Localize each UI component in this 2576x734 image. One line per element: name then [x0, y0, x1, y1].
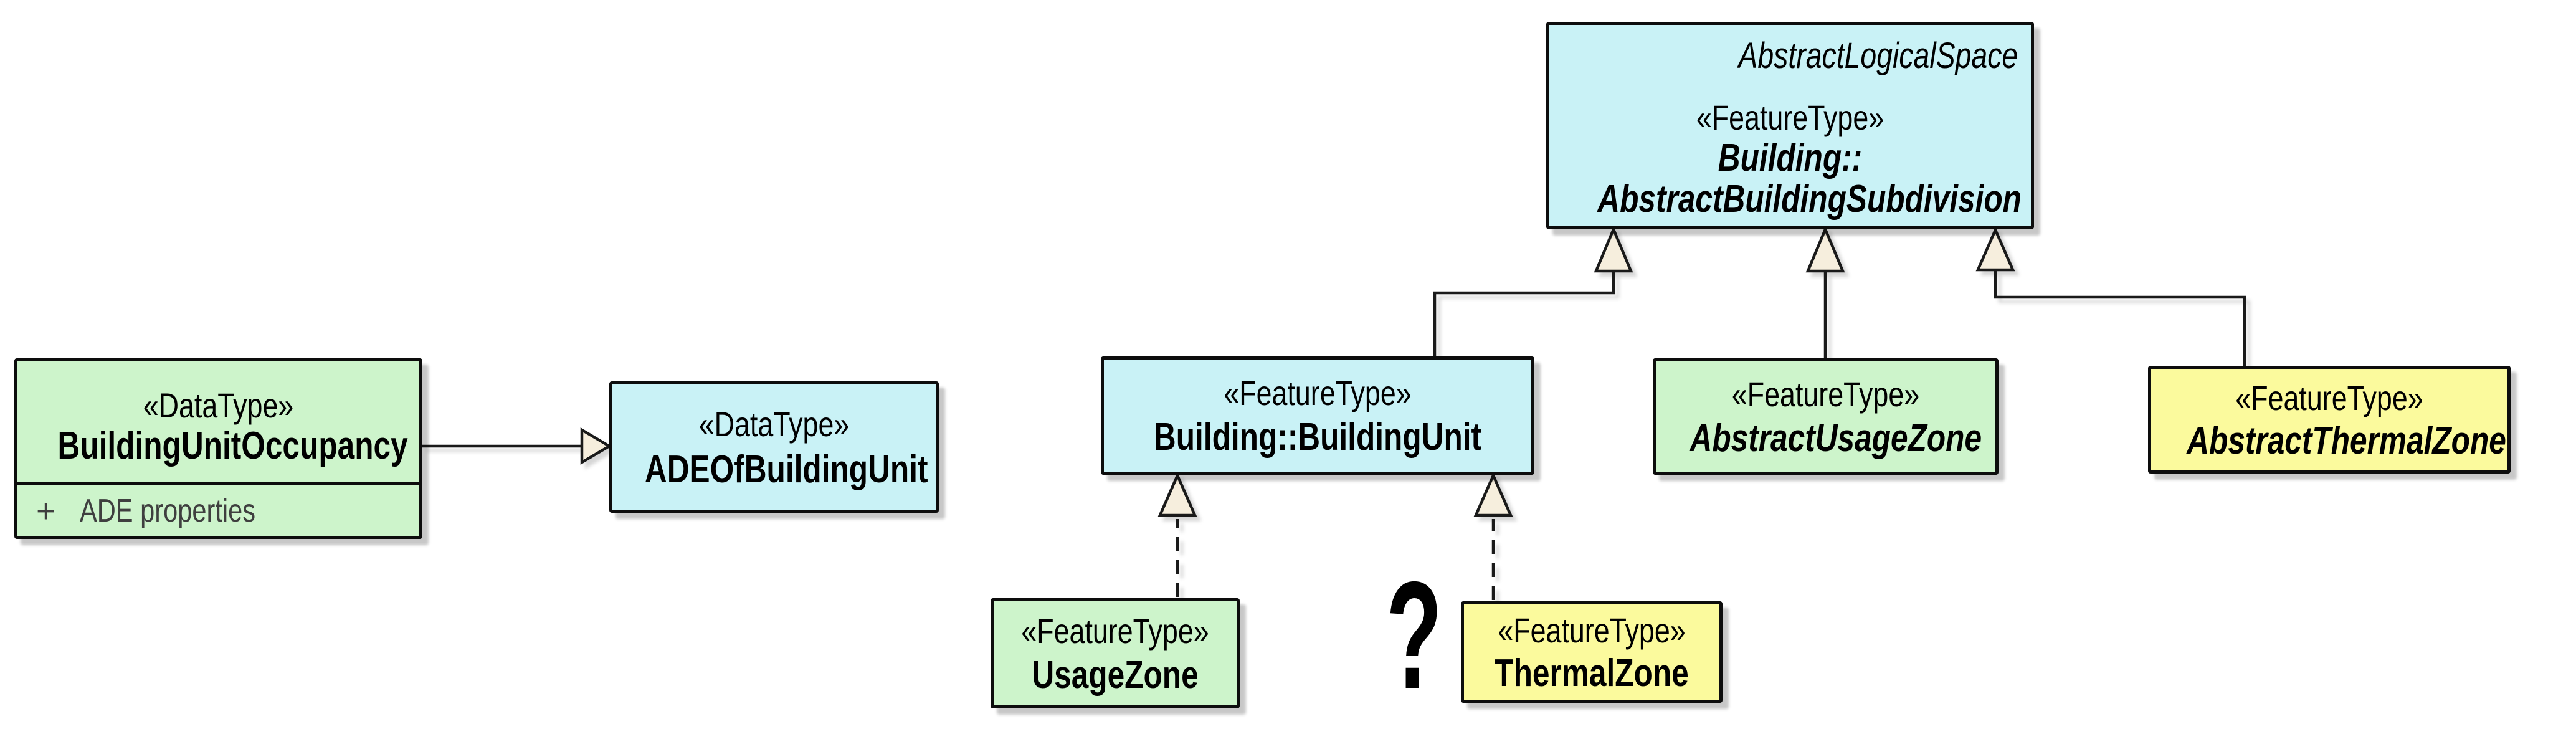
class-name-label: AbstractUsageZone	[1690, 416, 1982, 460]
class-box-buildingunit[interactable]: «FeatureType» Building::BuildingUnit	[1101, 356, 1534, 475]
class-box-abstractthermalzone[interactable]: «FeatureType» AbstractThermalZone	[2148, 366, 2511, 474]
generalization-arrowhead	[1473, 472, 1513, 517]
class-name-label: ThermalZone	[1495, 651, 1689, 695]
class-box-abstractusagezone[interactable]: «FeatureType» AbstractUsageZone	[1653, 358, 1999, 475]
question-mark-annotation[interactable]: ?	[1386, 550, 1442, 720]
stereotype-label: «FeatureType»	[1021, 611, 1209, 651]
stereotype-label: «FeatureType»	[1696, 98, 1884, 137]
stereotype-label: «DataType»	[143, 386, 294, 425]
generalization-buildingunitoccupancy-to-adeofbuildingunit[interactable]	[422, 427, 612, 465]
class-name-label: AbstractThermalZone	[2187, 419, 2506, 462]
generalization-line	[1433, 271, 1615, 356]
generalization-arrowhead	[1594, 226, 1633, 273]
generalization-arrowhead	[1805, 226, 1845, 273]
generalization-arrowhead	[1975, 226, 2015, 272]
class-name-label: UsageZone	[1032, 653, 1199, 697]
generalization-arrowhead	[580, 427, 612, 465]
stereotype-label: «FeatureType»	[2235, 378, 2423, 417]
generalization-buildingunit-to-abstractbuildingsubdivision[interactable]	[1433, 226, 1633, 356]
attribute-row: + ADE properties	[17, 485, 419, 536]
class-name-label: Building::BuildingUnit	[1153, 416, 1482, 459]
generalization-line	[1994, 270, 2246, 366]
class-box-buildingunitoccupancy[interactable]: «DataType» BuildingUnitOccupancy + ADE p…	[14, 358, 422, 539]
class-box-adeofbuildingunit[interactable]: «DataType» ADEOfBuildingUnit	[609, 381, 939, 513]
class-box-usagezone[interactable]: «FeatureType» UsageZone	[991, 598, 1240, 708]
generalization-abstractusagezone-to-abstractbuildingsubdivision[interactable]	[1805, 226, 1845, 358]
class-name-label-line1: Building::	[1718, 136, 1863, 179]
generalization-thermalzone-to-buildingunit-dashed[interactable]	[1473, 472, 1513, 600]
class-name-label-line2: AbstractBuildingSubdivision	[1597, 178, 2022, 221]
class-name-label: BuildingUnitOccupancy	[57, 424, 408, 467]
stereotype-label: «FeatureType»	[1498, 610, 1686, 650]
stereotype-label: «DataType»	[698, 404, 850, 444]
generalization-usagezone-to-buildingunit-dashed[interactable]	[1157, 472, 1197, 597]
generalization-arrowhead	[1157, 472, 1197, 517]
class-name-label: ADEOfBuildingUnit	[644, 447, 928, 491]
class-box-abstractbuildingsubdivision[interactable]: AbstractLogicalSpace «FeatureType» Build…	[1546, 22, 2034, 229]
class-header: «DataType» BuildingUnitOccupancy	[17, 361, 419, 485]
attribute-name-label: ADE properties	[80, 492, 256, 529]
stereotype-label: «FeatureType»	[1224, 373, 1412, 412]
superclass-label: AbstractLogicalSpace	[1738, 36, 2018, 76]
class-box-thermalzone[interactable]: «FeatureType» ThermalZone	[1461, 601, 1723, 703]
generalization-abstractthermalzone-to-abstractbuildingsubdivision[interactable]	[1975, 226, 2246, 366]
visibility-marker: +	[36, 492, 56, 530]
stereotype-label: «FeatureType»	[1731, 374, 1920, 414]
